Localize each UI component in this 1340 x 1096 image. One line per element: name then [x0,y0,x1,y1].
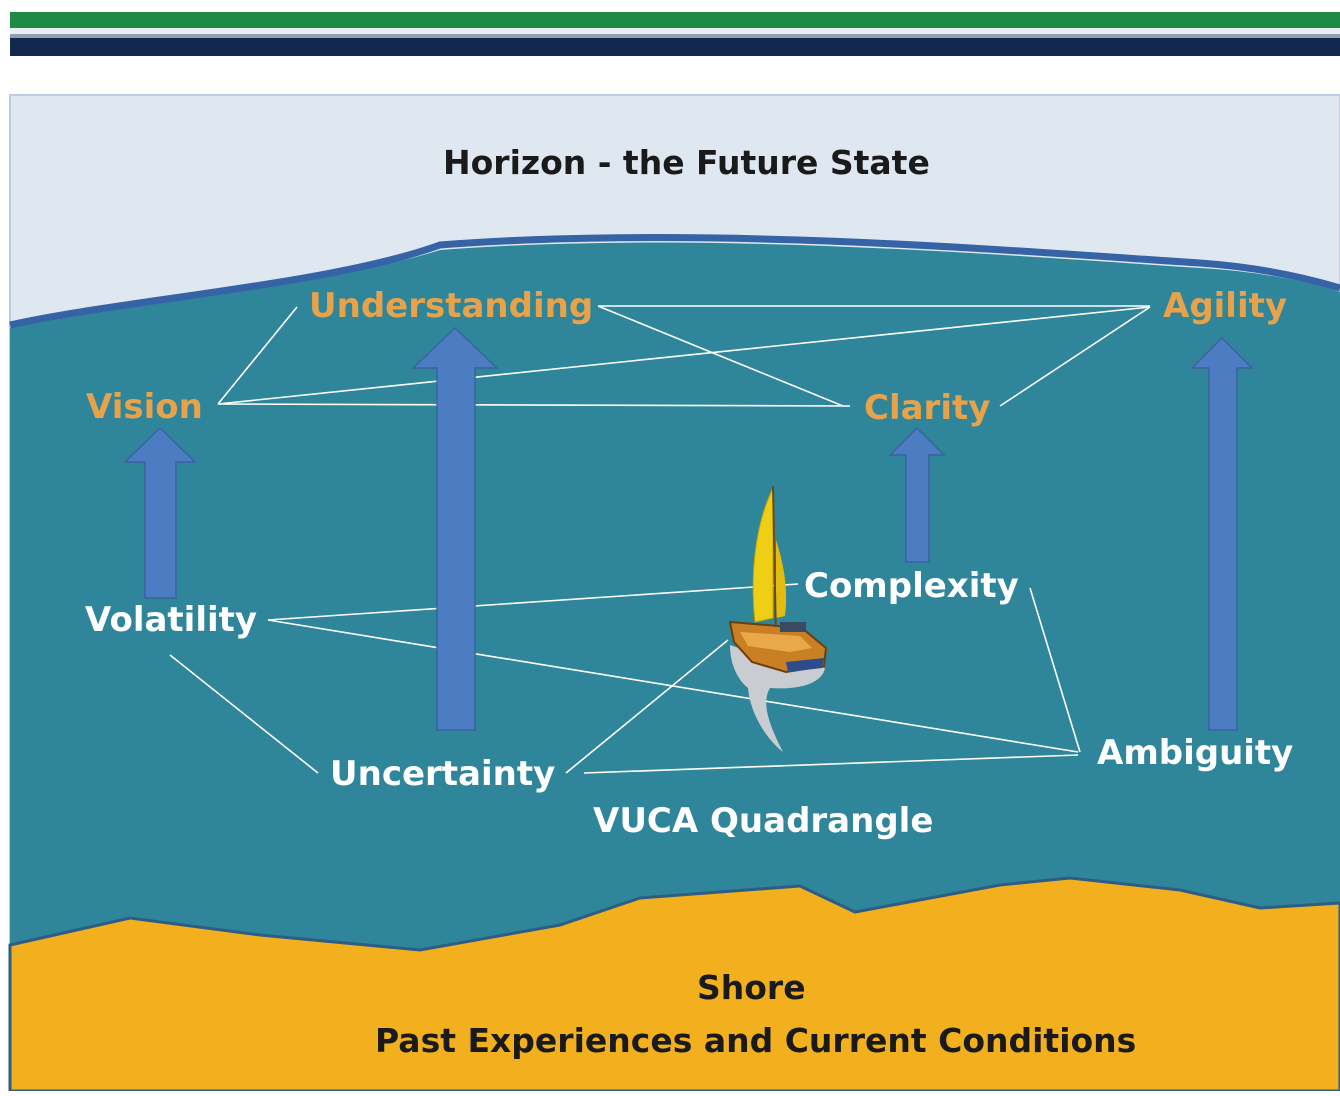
horizon-title: Horizon - the Future State [443,143,930,182]
vuca-volatility: Volatility [85,600,258,640]
vuca-ambiguity: Ambiguity [1097,733,1294,773]
arrow-up-icon [888,426,946,563]
header-stripes [10,12,1340,56]
goal-vision: Vision [86,387,203,427]
horizon-line [9,234,1340,329]
goal-agility: Agility [1163,286,1288,326]
shore-title: Shore [697,968,806,1007]
shore-area [8,876,1340,1093]
vuca-uncertainty: Uncertainty [330,754,556,794]
arrow-up-icon [1190,336,1254,731]
arrow-up-icon [411,326,499,731]
goal-clarity: Clarity [864,388,991,428]
arrow-up-icon [123,426,197,599]
goal-understanding: Understanding [309,286,594,326]
shore-subtitle: Past Experiences and Current Conditions [375,1021,1137,1060]
vuca-complexity: Complexity [804,566,1019,606]
sea-area [10,242,1340,1091]
growth-arrows [123,326,1254,731]
vuca-quadrangle-label: VUCA Quadrangle [593,801,934,841]
sailboat-icon [728,485,828,752]
connector-lines [169,305,1151,774]
